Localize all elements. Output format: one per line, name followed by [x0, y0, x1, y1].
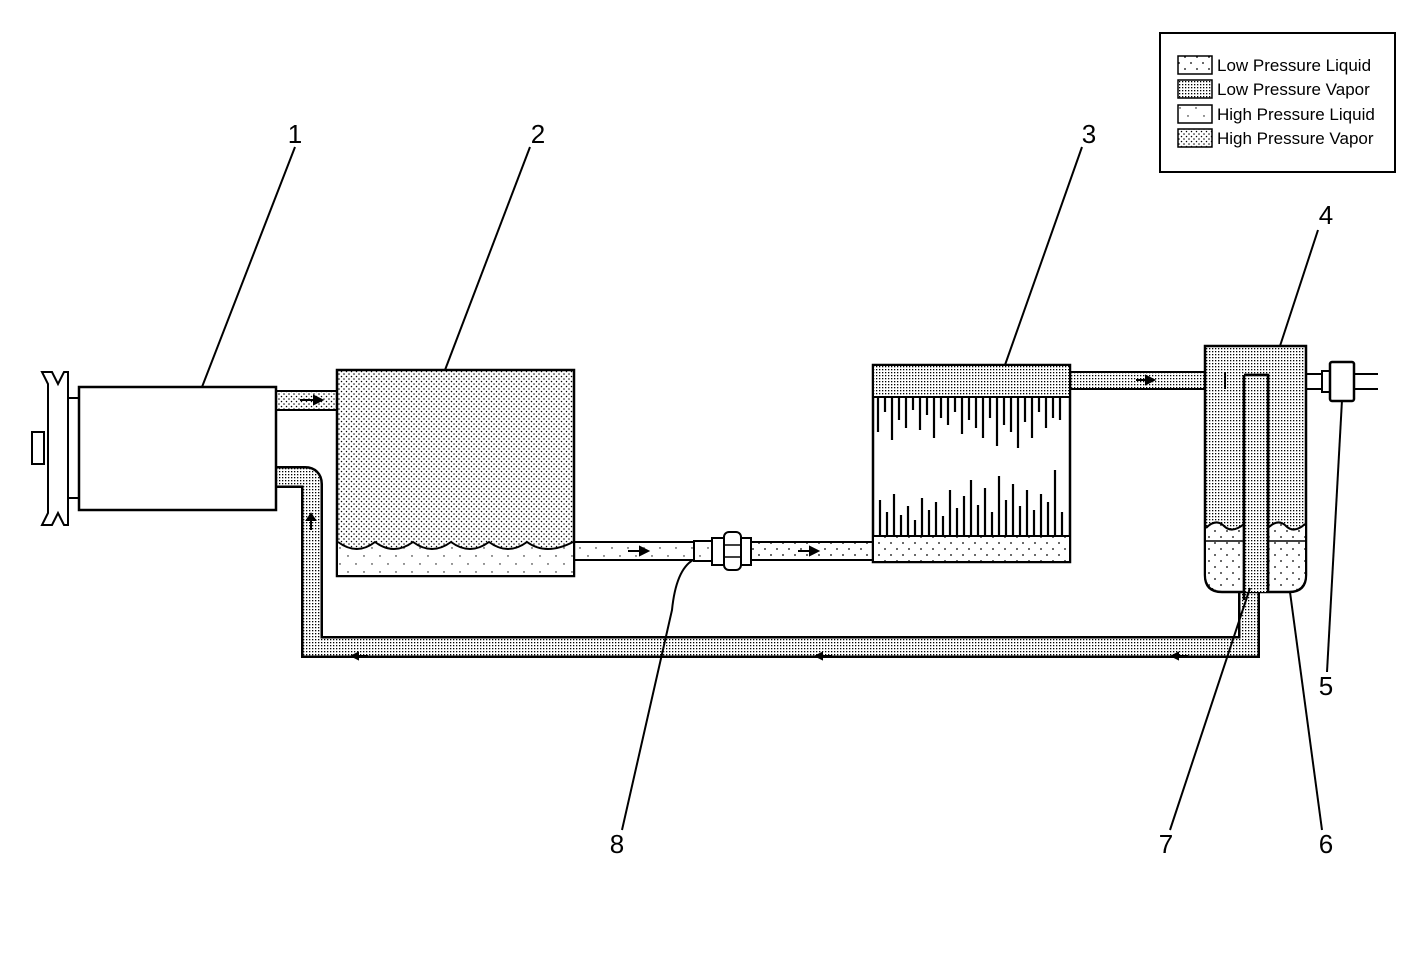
- legend-label-high-pressure-liquid: High Pressure Liquid: [1217, 105, 1375, 124]
- legend-label-low-pressure-vapor: Low Pressure Vapor: [1217, 80, 1370, 99]
- legend-label-low-pressure-liquid: Low Pressure Liquid: [1217, 56, 1371, 75]
- legend-box: [1159, 32, 1396, 173]
- compressor: [31, 371, 278, 526]
- legend: Low Pressure Liquid Low Pressure Vapor H…: [1159, 32, 1396, 173]
- callout-3: 3: [1082, 119, 1096, 149]
- flow-arrow-icon: [628, 545, 651, 557]
- flow-arrow-icon: [305, 512, 317, 530]
- condenser: [335, 368, 576, 578]
- callout-5: 5: [1319, 671, 1333, 701]
- orifice-tube-fitting: [711, 531, 752, 571]
- evaporator: [871, 363, 1072, 564]
- flow-arrow-icon: [1169, 651, 1188, 661]
- leader-lines: [201, 146, 1343, 831]
- flow-arrow-icon: [813, 651, 832, 661]
- discharge-line: [275, 390, 339, 411]
- legend-swatch-high-pressure-vapor: [1177, 128, 1213, 148]
- return-flow-arrows: [305, 512, 1188, 661]
- callout-7: 7: [1159, 829, 1173, 859]
- pressure-switch: [1306, 360, 1378, 403]
- legend-label-high-pressure-vapor: High Pressure Vapor: [1217, 129, 1374, 148]
- clutch-pulley: [40, 371, 69, 526]
- callout-2: 2: [531, 119, 545, 149]
- legend-swatch-high-pressure-liquid: [1177, 104, 1213, 124]
- callout-4: 4: [1319, 200, 1333, 230]
- flow-arrow-icon: [1136, 374, 1157, 386]
- suction-line: [276, 375, 1260, 658]
- callouts: 1 2 3 4 5 6 7 8: [288, 119, 1333, 859]
- legend-swatch-low-pressure-vapor: [1177, 79, 1213, 99]
- legend-swatch-low-pressure-liquid: [1177, 55, 1213, 75]
- flow-arrow-icon: [300, 394, 325, 406]
- callout-8: 8: [610, 829, 624, 859]
- callout-6: 6: [1319, 829, 1333, 859]
- liquid-line: [573, 540, 875, 562]
- evaporator-outlet-line: [1069, 371, 1226, 390]
- callout-1: 1: [288, 119, 302, 149]
- flow-arrow-icon: [798, 545, 821, 557]
- compressor-body: [77, 385, 278, 512]
- flow-arrow-icon: [349, 651, 368, 661]
- evaporator-boiling-lines: [876, 397, 1064, 536]
- accumulator: [1203, 344, 1308, 600]
